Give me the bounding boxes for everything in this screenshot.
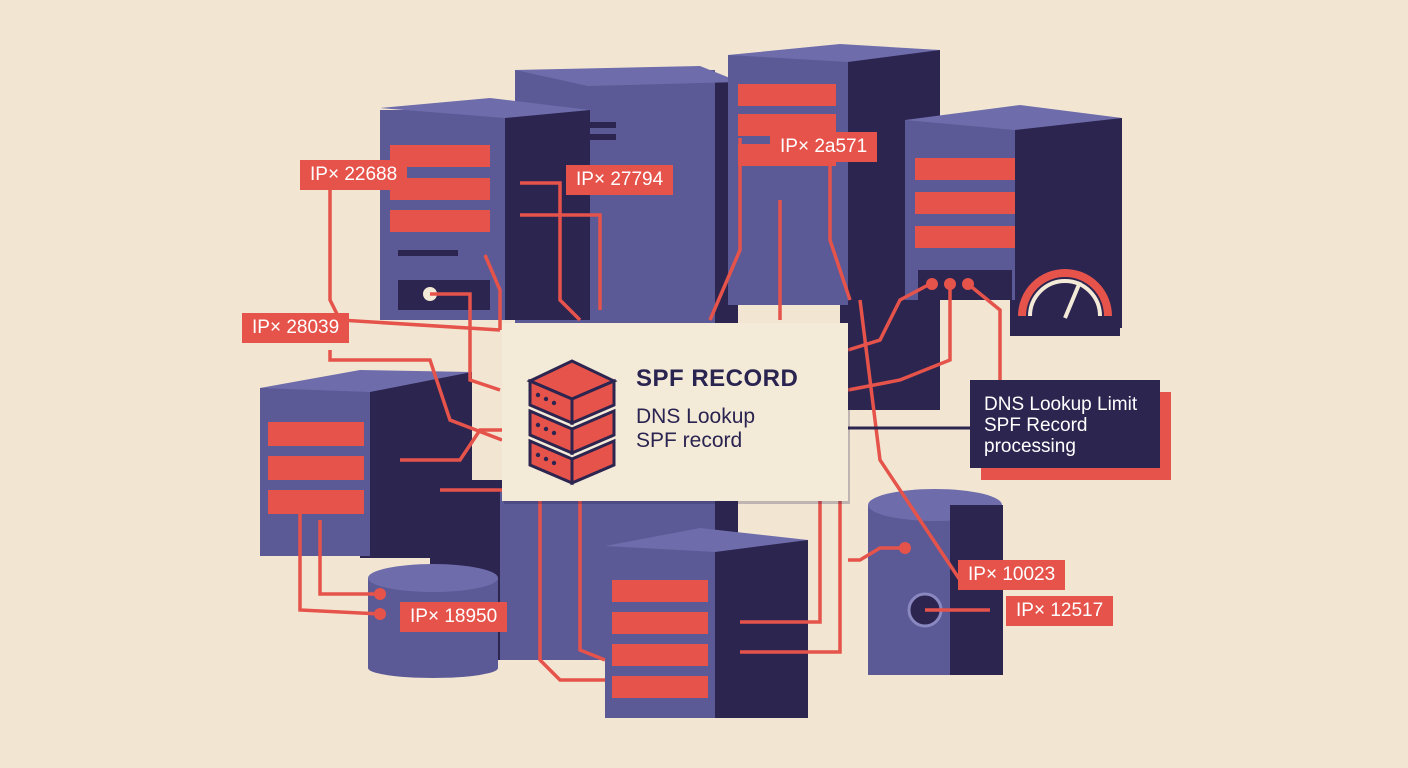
back-server-right [728,44,940,410]
card-title: SPF RECORD [636,365,799,392]
ip-label: IP× 10023 [958,560,1066,590]
ip-label: IP× 2а571 [770,132,878,162]
speed-gauge-icon [1010,265,1120,336]
server-bottom-center [605,528,808,718]
card-subtitle-line2: SPF record [636,429,743,452]
callout-line3: processing [984,436,1076,457]
spf-record-card: SPF RECORD DNS Lookup SPF record [502,323,848,501]
server-stack-icon [526,359,618,486]
ip-label: IP× 27794 [566,165,674,195]
ip-label: IP× 28039 [242,313,350,343]
connection-wires [298,138,1002,682]
callout-line1: DNS Lookup Limit [984,394,1138,415]
callout-line2: SPF Record [984,415,1088,436]
server-mid-left [260,370,472,558]
ip-label: IP× 22688 [300,160,408,190]
ip-label: IP× 12517 [1006,596,1114,626]
card-subtitle-line1: DNS Lookup [636,405,756,428]
dns-limit-callout: DNS Lookup Limit SPF Record processing [970,380,1160,468]
ip-label: IP× 18950 [400,602,508,632]
